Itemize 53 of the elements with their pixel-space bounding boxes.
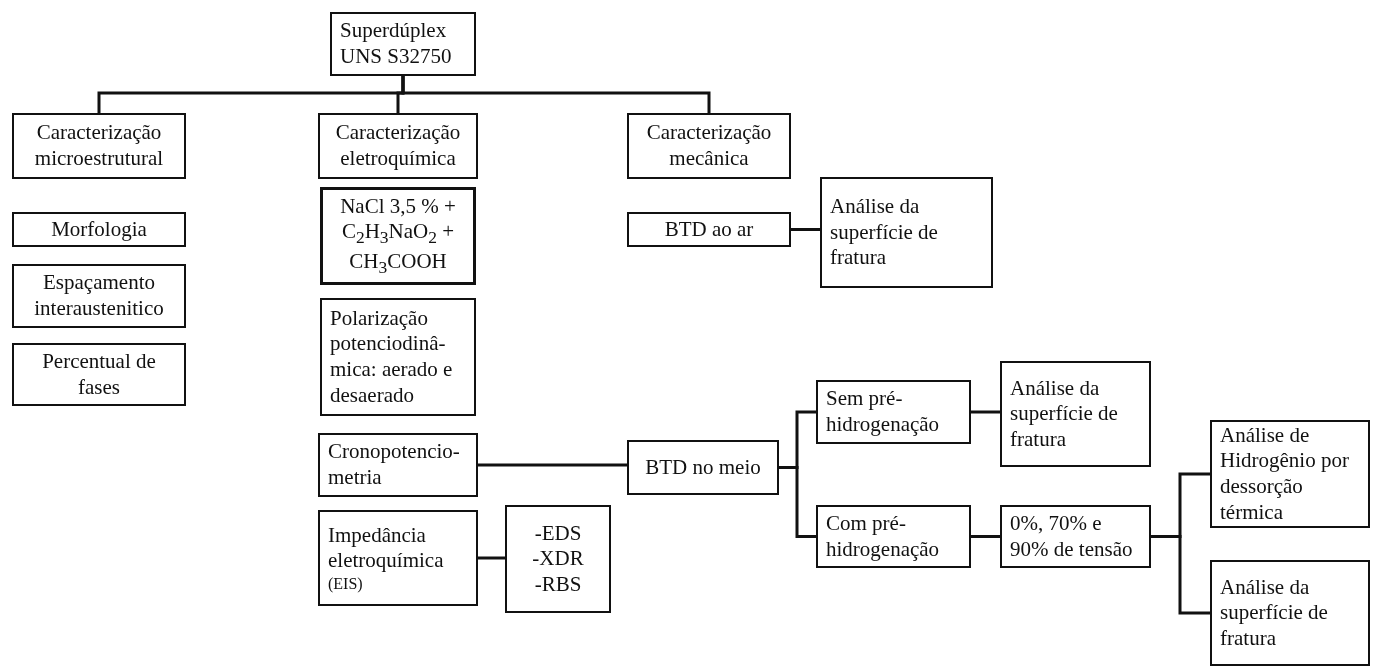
process-box — [318, 433, 478, 497]
process-box — [12, 113, 186, 179]
process-box — [318, 113, 478, 179]
process-box — [820, 177, 993, 288]
process-box — [505, 505, 611, 613]
process-box — [816, 380, 971, 444]
box-text: Percentual de fases — [41, 348, 157, 401]
box-text: Superdúplex UNS S32750 — [340, 18, 453, 70]
process-box — [627, 212, 791, 247]
process-box — [1210, 420, 1370, 528]
box-text: BTD no meio — [645, 454, 761, 481]
box-text: BTD ao ar — [664, 216, 754, 243]
box-text: Análise da superfície de fratura — [1220, 574, 1329, 652]
process-box — [816, 505, 971, 568]
process-box — [1000, 361, 1151, 467]
process-box — [12, 212, 186, 247]
process-box — [320, 298, 476, 416]
box-text: -RBS — [534, 571, 582, 598]
box-text: Espaçamento interaustenitico — [33, 270, 165, 322]
connector-line — [1151, 535, 1210, 615]
box-text: Com pré- hidrogenação — [826, 510, 941, 563]
connector-line — [971, 535, 1000, 538]
process-box — [320, 187, 476, 285]
box-text: Análise da superfície de fratura — [830, 194, 939, 271]
box-text: Polarização potenciodinâ- mica: aerado e desaerado — [330, 305, 454, 409]
process-box — [330, 12, 476, 76]
connector-line — [791, 228, 820, 231]
box-text: Análise da superfície de fratura — [1010, 375, 1119, 453]
connector-line — [401, 76, 711, 113]
process-box — [1000, 505, 1151, 568]
process-box — [627, 113, 791, 179]
box-text: Impedância eletroquímica — [328, 522, 445, 574]
box-text: Caracterização mecânica — [645, 120, 773, 172]
box-text: Caracterização microestrutural — [33, 120, 165, 172]
connector-line — [478, 463, 627, 467]
box-text: 0%, 70% e 90% de tensão — [1010, 510, 1134, 563]
box-text: -XDR — [532, 546, 584, 572]
box-text: Análise de Hidrogênio por dessorção térmica — [1220, 422, 1350, 526]
box-text: Sem pré- hidrogenação — [826, 386, 941, 438]
process-box — [12, 264, 186, 328]
process-box — [318, 510, 478, 606]
process-box — [12, 343, 186, 406]
process-box — [627, 440, 779, 495]
box-text: Morfologia — [51, 216, 147, 243]
process-box — [1210, 560, 1370, 666]
box-text: Caracterização eletroquímica — [334, 120, 462, 172]
connector-line — [779, 466, 816, 538]
box-text: (EIS) — [328, 573, 363, 594]
box-text: -EDS — [534, 520, 582, 547]
box-text: Cronopotencio- metria — [328, 439, 461, 491]
box-text: NaCl 3,5 % + C$_{2}$H$_{3}$NaO$_{2}$ + CH$_{3}$COOH — [339, 193, 457, 279]
connector-line — [971, 410, 1000, 414]
connector-line — [478, 556, 505, 560]
